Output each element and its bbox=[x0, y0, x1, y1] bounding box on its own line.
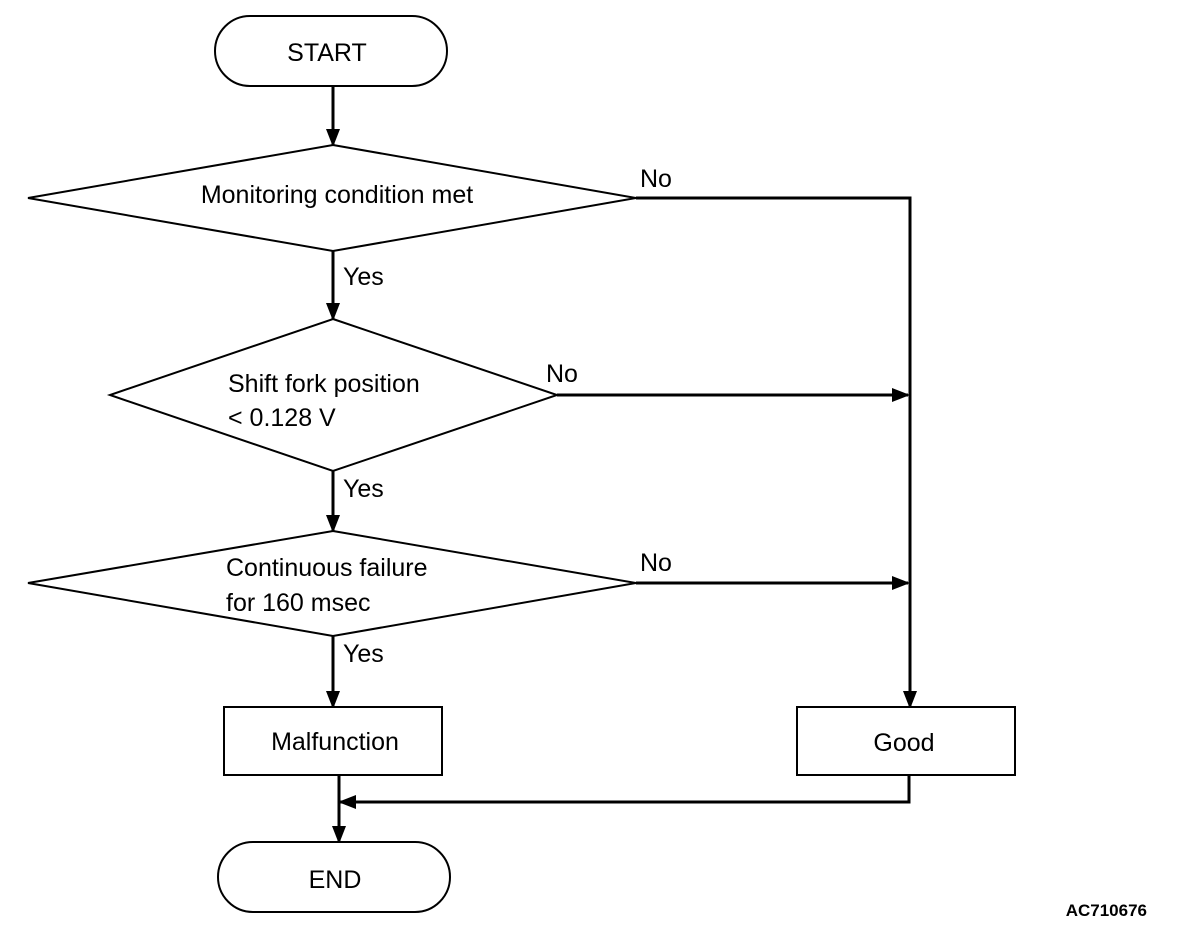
decision-continuous-failure bbox=[27, 529, 637, 638]
start-label: START bbox=[287, 39, 367, 67]
start-terminal bbox=[214, 15, 448, 87]
malfunction-label: Malfunction bbox=[271, 728, 399, 756]
arrow-good-to-merge bbox=[338, 775, 911, 809]
good-label: Good bbox=[873, 729, 934, 757]
decision-2-line-1: Shift fork position bbox=[228, 370, 420, 398]
end-terminal bbox=[217, 841, 451, 913]
good-box bbox=[796, 706, 1016, 776]
decision-2-line-2: < 0.128 V bbox=[228, 404, 336, 432]
figure-id: AC710676 bbox=[1066, 901, 1147, 920]
decision-1-yes-label: Yes bbox=[343, 263, 384, 291]
decision-3-no-label: No bbox=[640, 549, 672, 577]
decision-2-no-label: No bbox=[546, 360, 578, 388]
malfunction-box bbox=[223, 706, 443, 776]
decision-3-yes-label: Yes bbox=[343, 640, 384, 668]
decision-3-line-1: Continuous failure bbox=[226, 554, 428, 582]
decision-2-yes-label: Yes bbox=[343, 475, 384, 503]
decision-1-no-label: No bbox=[640, 165, 672, 193]
decision-1-line-1: Monitoring condition met bbox=[201, 181, 473, 209]
decision-3-text: Continuous failure for 160 msec bbox=[226, 554, 428, 617]
arrow-decision-1-no bbox=[636, 196, 917, 709]
end-label: END bbox=[309, 866, 362, 894]
decision-1-text: Monitoring condition met bbox=[201, 181, 473, 209]
decision-3-line-2: for 160 msec bbox=[226, 589, 371, 617]
decision-2-text: Shift fork position < 0.128 V bbox=[228, 370, 420, 432]
